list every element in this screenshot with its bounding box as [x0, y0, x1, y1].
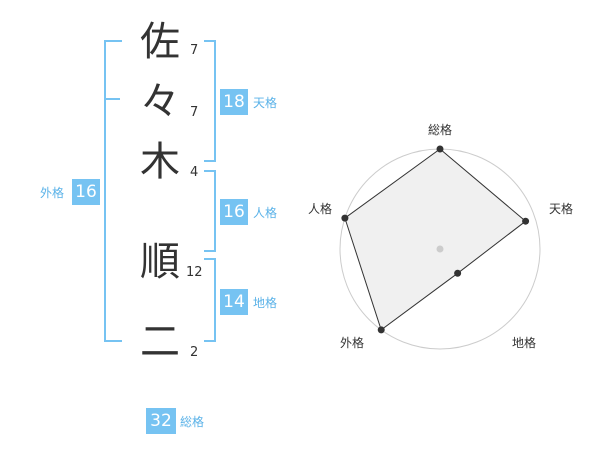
jinkaku-label: 人格	[253, 206, 278, 220]
jinkaku-badge: 16	[220, 199, 248, 225]
stroke-count-5: 2	[190, 345, 199, 360]
stroke-count-3: 4	[190, 165, 199, 180]
name-char-2: 々	[140, 79, 180, 125]
jinkaku-bracket	[204, 170, 216, 252]
name-char-1: 佐	[140, 19, 180, 65]
chikaku-bracket	[204, 258, 216, 342]
tenkaku-label: 天格	[253, 96, 278, 110]
radar-label-jinkaku: 人格	[308, 202, 333, 216]
radar-label-chikaku: 地格	[512, 336, 537, 350]
radar-polygon	[344, 148, 527, 331]
radar-label-gaikaku: 外格	[340, 336, 365, 350]
stroke-count-4: 12	[186, 265, 203, 280]
name-char-3: 木	[140, 139, 180, 185]
radar-point-chikaku	[454, 269, 462, 277]
tenkaku-bracket	[204, 40, 216, 162]
chikaku-label: 地格	[253, 296, 278, 310]
radar-label-soukaku: 総格	[428, 123, 453, 137]
name-char-4: 順	[140, 239, 180, 285]
radar-label-tenkaku: 天格	[549, 202, 574, 216]
tenkaku-badge: 18	[220, 89, 248, 115]
radar-points	[341, 145, 530, 334]
gaikaku-label: 外格	[40, 186, 65, 200]
name-char-5: 二	[140, 319, 180, 365]
radar-point-soukaku	[436, 145, 444, 153]
radar-point-tenkaku	[522, 217, 530, 225]
gaikaku-bracket	[104, 40, 122, 342]
radar-point-gaikaku	[377, 326, 385, 334]
radar-center-dot	[436, 245, 444, 253]
soukaku-label: 総格	[180, 415, 205, 429]
stroke-count-2: 7	[190, 105, 199, 120]
soukaku-badge: 32	[146, 408, 176, 434]
gaikaku-bracket-tick	[106, 98, 120, 100]
chikaku-badge: 14	[220, 289, 248, 315]
radar-point-jinkaku	[341, 214, 349, 222]
stroke-count-1: 7	[190, 43, 199, 58]
gaikaku-badge: 16	[72, 179, 100, 205]
